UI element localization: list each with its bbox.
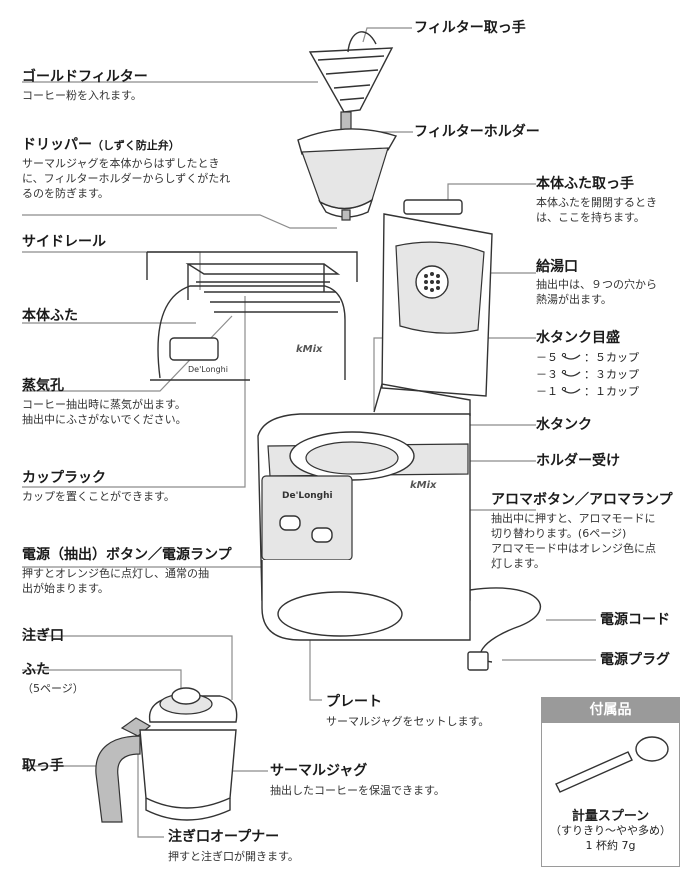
scale-num: －５ xyxy=(536,351,558,364)
filter-holder-illustration xyxy=(297,111,398,221)
desc-cup-rack: カップを置くことができます。 xyxy=(22,490,175,503)
scale-row: －３ ：３カップ xyxy=(536,366,639,383)
label-aroma-button: アロマボタン／アロマランプ xyxy=(491,492,673,508)
scale-num: －１ xyxy=(536,385,558,398)
cup-icon xyxy=(561,352,581,360)
accessory-note-line: 1 杯約 7g xyxy=(585,839,636,852)
desc-lid-handle-line: は、ここを持ちます。 xyxy=(536,211,645,224)
body-model: kMix xyxy=(410,480,437,491)
label-dripper: ドリッパー（しずく防止弁） xyxy=(22,136,180,155)
label-lid-handle: 本体ふた取っ手 xyxy=(536,176,634,192)
label-gold-filter: ゴールドフィルター xyxy=(22,69,148,85)
desc-steam-line: 抽出中にふさがないでください。 xyxy=(22,413,187,426)
label-spout-opener: 注ぎ口オープナー xyxy=(168,829,280,845)
label-filter-handle: フィルター取っ手 xyxy=(414,20,526,36)
label-water-tank: 水タンク xyxy=(536,417,592,433)
desc-power-line: 出が始まります。 xyxy=(22,582,109,595)
accessory-title: 付属品 xyxy=(541,697,680,723)
desc-lid-handle: 本体ふたを開閉するとき は、ここを持ちます。 xyxy=(536,195,657,225)
desc-lid-handle-line: 本体ふたを開閉するとき xyxy=(536,196,657,209)
coffee-maker-illustration: De'Longhi kMix kMix xyxy=(257,199,541,671)
cup-rack-inset: De'Longhi xyxy=(146,251,358,381)
label-plate: プレート xyxy=(326,694,382,710)
inset-logo: De'Longhi xyxy=(188,365,228,374)
desc-hot-water: 抽出中は、９つの穴から 熱湯が出ます。 xyxy=(536,277,657,307)
cup-icon xyxy=(561,369,581,377)
scale-text: ：１カップ xyxy=(584,385,639,398)
desc-power-button: 押すとオレンジ色に点灯し、通常の抽 出が始まります。 xyxy=(22,566,209,596)
label-handle: 取っ手 xyxy=(22,758,64,774)
label-lid: ふた xyxy=(22,662,50,678)
label-power-plug: 電源プラグ xyxy=(600,652,670,668)
desc-spout-opener: 押すと注ぎ口が開きます。 xyxy=(168,850,299,863)
desc-aroma-line: アロマモード中はオレンジ色に点 xyxy=(491,542,656,555)
desc-power-line: 押すとオレンジ色に点灯し、通常の抽 xyxy=(22,567,209,580)
label-power-cord: 電源コード xyxy=(600,612,670,628)
label-main-lid: 本体ふた xyxy=(22,308,78,324)
scale-row: －５ ：５カップ xyxy=(536,349,639,366)
desc-dripper-line: に、フィルターホルダーからしずくがたれ xyxy=(22,172,231,185)
label-cup-rack: カップラック xyxy=(22,470,106,486)
desc-aroma-line: 灯します。 xyxy=(491,557,545,570)
lid-model: kMix xyxy=(296,344,323,355)
label-steam-hole: 蒸気孔 xyxy=(22,378,64,394)
label-spout: 注ぎ口 xyxy=(22,628,64,644)
accessory-name: 計量スプーン xyxy=(571,809,650,824)
body-logo: De'Longhi xyxy=(282,491,333,501)
desc-dripper-line: るのを防ぎます。 xyxy=(22,187,109,200)
label-thermal-jug: サーマルジャグ xyxy=(270,763,368,779)
desc-dripper-line: サーマルジャグを本体からはずしたとき xyxy=(22,157,220,170)
scale-row: －１ ：１カップ xyxy=(536,383,639,400)
desc-aroma: 抽出中に押すと、アロマモードに 切り替わります。(6ページ) アロマモード中はオ… xyxy=(491,511,656,571)
scale-num: －３ xyxy=(536,368,558,381)
desc-aroma-line: 切り替わります。(6ページ) xyxy=(491,527,627,540)
desc-hot-water-line: 抽出中は、９つの穴から xyxy=(536,278,657,291)
desc-gold-filter: コーヒー粉を入れます。 xyxy=(22,89,142,102)
cup-icon xyxy=(561,386,581,394)
label-holder-receiver: ホルダー受け xyxy=(536,453,620,469)
scoop-illustration xyxy=(555,736,669,793)
desc-steam-hole: コーヒー抽出時に蒸気が出ます。 抽出中にふさがないでください。 xyxy=(22,397,187,427)
accessory-note: （すりきり～やや多め） 1 杯約 7g xyxy=(541,823,680,853)
scale-text: ：５カップ xyxy=(584,351,639,364)
label-filter-holder: フィルターホルダー xyxy=(414,124,540,140)
label-water-tank-scale: 水タンク目盛 xyxy=(536,330,620,346)
desc-thermal-jug: 抽出したコーヒーを保温できます。 xyxy=(270,784,445,797)
desc-hot-water-line: 熱湯が出ます。 xyxy=(536,293,612,306)
label-hot-water-outlet: 給湯口 xyxy=(536,259,578,275)
water-tank-scale-list: －５ ：５カップ －３ ：３カップ －１ ：１カップ xyxy=(536,349,639,400)
desc-steam-line: コーヒー抽出時に蒸気が出ます。 xyxy=(22,398,186,411)
label-power-button: 電源（抽出）ボタン／電源ランプ xyxy=(22,547,232,563)
desc-plate: サーマルジャグをセットします。 xyxy=(326,715,490,728)
desc-lid-page: （5ページ） xyxy=(22,682,84,695)
desc-dripper: サーマルジャグを本体からはずしたとき に、フィルターホルダーからしずくがたれ る… xyxy=(22,156,230,201)
label-side-rail: サイドレール xyxy=(22,234,106,250)
gold-filter-illustration xyxy=(308,31,394,113)
accessory-note-line: （すりきり～やや多め） xyxy=(550,824,671,837)
label-dripper-text: ドリッパー xyxy=(22,137,92,153)
scale-text: ：３カップ xyxy=(584,368,639,381)
thermal-jug-illustration xyxy=(95,687,238,823)
desc-aroma-line: 抽出中に押すと、アロマモードに xyxy=(491,512,656,525)
label-dripper-sub: （しずく防止弁） xyxy=(92,139,180,152)
